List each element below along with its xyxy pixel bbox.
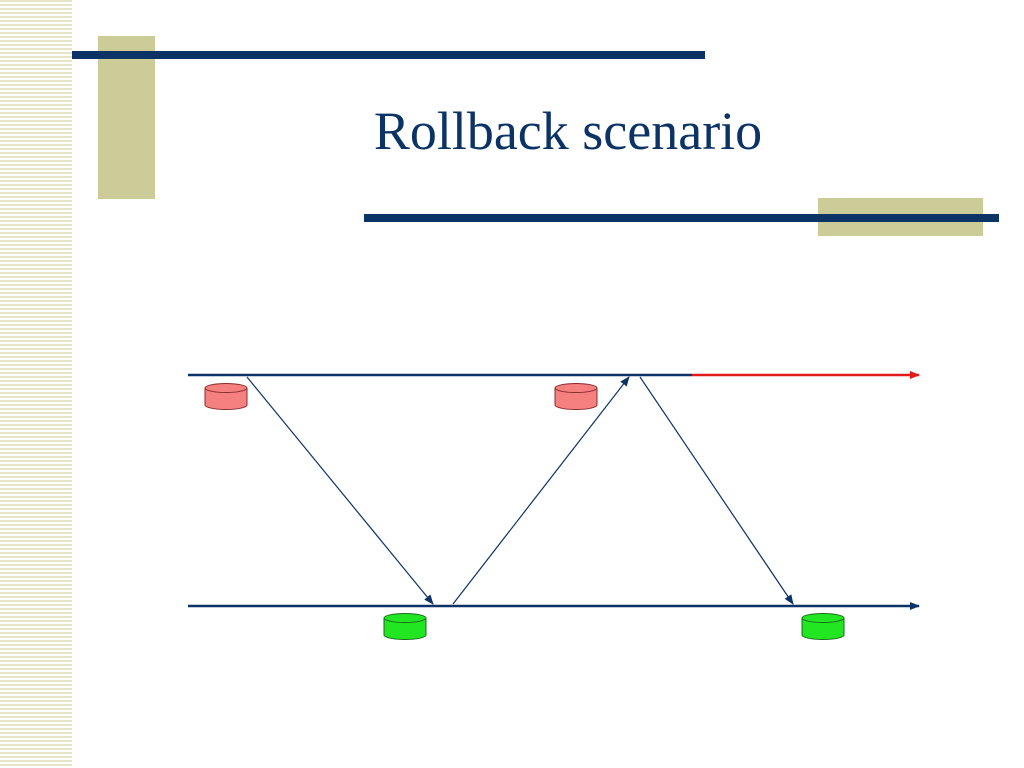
message-arrow-2: [452, 376, 630, 605]
checkpoint-committed-1-icon: [383, 613, 427, 640]
title-rule-bottom: [364, 214, 999, 222]
message-arrow-3: [639, 376, 794, 605]
checkpoint-committed-2-icon: [801, 613, 845, 640]
checkpoint-rolled-back-1-icon: [204, 383, 248, 410]
title-rule-top: [72, 51, 705, 59]
message-arrow-1: [246, 376, 434, 605]
slide-title: Rollback scenario: [373, 101, 763, 161]
decorative-stripes: [0, 0, 72, 768]
checkpoint-rolled-back-2-icon: [554, 383, 598, 410]
accent-block-left: [98, 36, 155, 199]
